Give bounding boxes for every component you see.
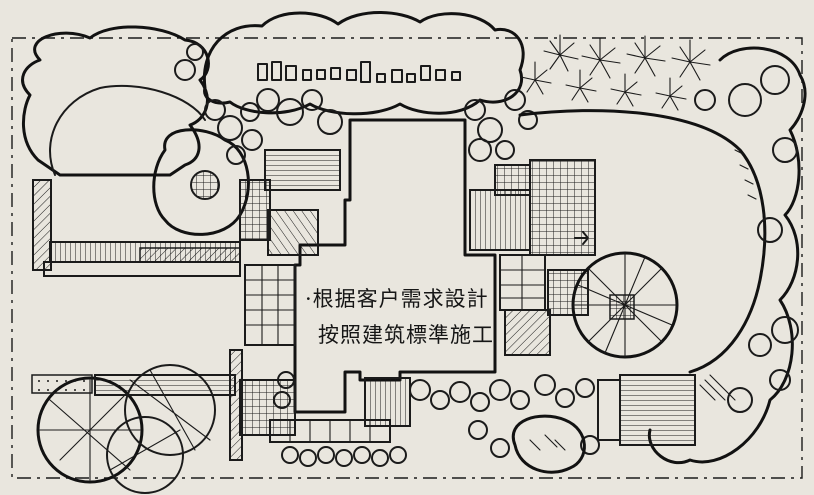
west-planting-bed — [239, 149, 341, 346]
right-boundary-hedge — [647, 46, 807, 465]
left-hedge-strip — [32, 179, 52, 271]
design-note-line-2: 按照建筑標準施工 — [318, 323, 494, 347]
south-round-shrub — [511, 414, 586, 474]
east-terrace-paving — [469, 159, 596, 356]
shrub-cluster-north — [174, 43, 538, 165]
central-building — [293, 118, 497, 414]
design-note-line-1: ·根据客户需求設計 — [305, 287, 489, 311]
radial-tree — [571, 251, 679, 359]
southwest-lawn-band — [31, 349, 243, 461]
spiky-shrub-row — [520, 34, 711, 111]
property-boundary — [11, 37, 803, 479]
south-shrub-row — [273, 371, 600, 467]
stepping-stones-row — [257, 61, 461, 83]
left-lawn — [49, 84, 206, 176]
left-paving-strip — [43, 241, 241, 277]
left-hedge-canopy — [21, 25, 210, 177]
south-terrace-steps — [239, 377, 411, 443]
right-lawn-edge — [518, 109, 767, 374]
right-lawn-hatch — [734, 149, 757, 200]
top-hedge-canopy — [202, 11, 525, 116]
right-hedge-shrubs — [694, 65, 799, 413]
southeast-steps — [597, 374, 736, 446]
